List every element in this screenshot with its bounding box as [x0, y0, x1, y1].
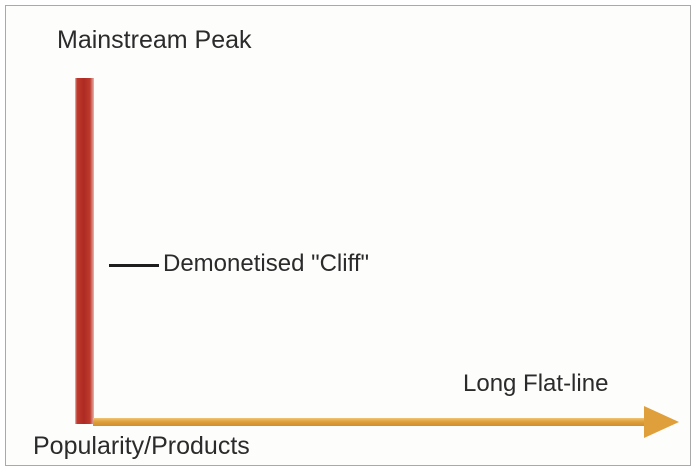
annotation-mainstream-peak: Mainstream Peak: [57, 26, 252, 54]
axis-label-popularity-products: Popularity/Products: [33, 432, 250, 460]
cliff-leader-line: [109, 264, 159, 267]
flatline-axis-shaft: [93, 418, 649, 426]
chart-frame: Mainstream Peak Demonetised "Cliff" Long…: [5, 5, 691, 466]
annotation-long-flatline: Long Flat-line: [463, 370, 609, 397]
peak-bar: [75, 78, 94, 424]
annotation-demonetised-cliff: Demonetised "Cliff": [163, 250, 370, 277]
flatline-arrow-icon: [644, 406, 679, 438]
